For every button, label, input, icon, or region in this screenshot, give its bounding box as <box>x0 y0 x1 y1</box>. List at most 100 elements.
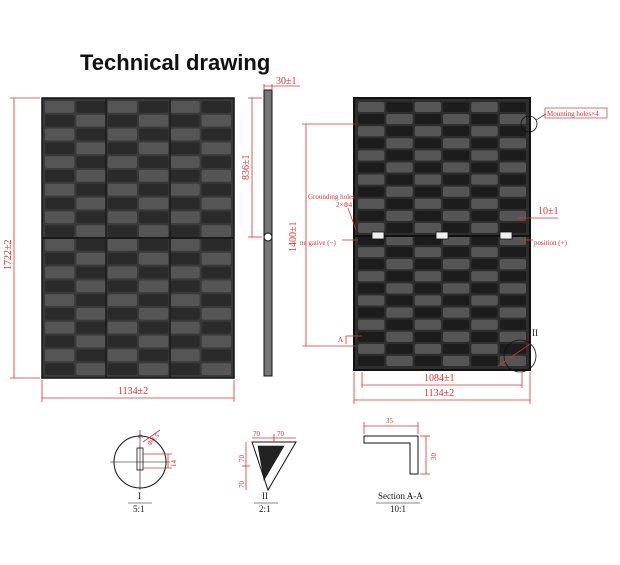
positive-terminal-label: position (+) <box>534 239 568 247</box>
solar-cell <box>45 142 75 155</box>
solar-cell <box>443 271 470 282</box>
solar-cell <box>499 138 526 149</box>
solar-cell <box>45 183 75 196</box>
solar-cell <box>107 349 137 362</box>
solar-cell <box>471 259 498 270</box>
section-aa-label: Section A-A <box>378 491 423 501</box>
solar-cell <box>443 222 470 233</box>
solar-cell <box>443 295 470 306</box>
solar-cell <box>170 294 200 306</box>
solar-cell <box>76 197 106 210</box>
solar-cell <box>201 266 231 279</box>
detail-ii-circle <box>503 339 537 373</box>
rear-inner-width-dimension: 1084±1 <box>361 372 523 388</box>
solar-cell <box>76 170 106 182</box>
solar-cell <box>45 308 75 320</box>
solar-cell <box>471 210 498 221</box>
solar-cell <box>45 349 75 362</box>
solar-cell <box>414 355 441 366</box>
solar-cell <box>45 101 75 113</box>
solar-cell <box>386 198 413 209</box>
solar-cell <box>443 235 470 246</box>
solar-cell <box>170 225 200 237</box>
solar-cell <box>386 150 413 161</box>
solar-cell <box>107 211 137 224</box>
solar-cell <box>358 150 385 161</box>
solar-cell <box>471 283 498 294</box>
solar-cell <box>45 280 75 293</box>
solar-cell <box>443 259 470 270</box>
solar-cell <box>139 225 169 237</box>
solar-cell <box>76 156 106 168</box>
solar-cell <box>386 162 413 173</box>
solar-cell <box>471 138 498 149</box>
solar-cell <box>170 252 200 265</box>
solar-cell <box>499 126 526 137</box>
detail-ii-dim-side-a: 70 <box>238 481 246 489</box>
solar-cell <box>414 114 441 125</box>
solar-cell <box>201 142 231 155</box>
solar-cell <box>386 247 413 258</box>
rear-outer-width-label: 1134±2 <box>424 388 454 399</box>
solar-cell <box>76 183 106 196</box>
solar-cell <box>443 210 470 221</box>
solar-cell <box>386 186 413 197</box>
solar-cell <box>139 156 169 168</box>
solar-cell <box>414 343 441 354</box>
solar-cell <box>414 295 441 306</box>
solar-cell <box>499 186 526 197</box>
solar-cell <box>107 156 137 168</box>
solar-cell <box>139 321 169 334</box>
solar-cell <box>499 174 526 185</box>
solar-cell <box>471 331 498 342</box>
solar-cell <box>499 343 526 354</box>
solar-cell <box>201 211 231 224</box>
solar-cell <box>443 114 470 125</box>
solar-cell <box>76 239 106 251</box>
solar-cell <box>358 307 385 318</box>
solar-cell <box>201 335 231 348</box>
solar-cell <box>45 252 75 265</box>
front-width-dimension: 1134±2 <box>41 380 235 402</box>
detail-i-label: I <box>138 491 141 501</box>
solar-cell <box>443 174 470 185</box>
solar-cell <box>471 271 498 282</box>
solar-cell <box>170 349 200 362</box>
solar-cell <box>45 335 75 348</box>
solar-cell <box>499 307 526 318</box>
solar-cell <box>201 294 231 306</box>
solar-cell <box>170 170 200 182</box>
solar-cell <box>499 222 526 233</box>
solar-cell <box>443 138 470 149</box>
solar-cell <box>201 321 231 334</box>
side-thickness-dimension: 30±1 <box>263 76 300 90</box>
solar-cell <box>471 307 498 318</box>
section-aa-scale: 10:1 <box>390 504 406 514</box>
solar-cell <box>358 259 385 270</box>
solar-cell <box>201 363 231 375</box>
solar-cell <box>201 197 231 210</box>
solar-cell <box>107 252 137 265</box>
solar-cell <box>386 283 413 294</box>
solar-cell <box>45 225 75 237</box>
solar-cell <box>201 225 231 237</box>
solar-cell <box>45 211 75 224</box>
solar-cell <box>414 126 441 137</box>
solar-cell <box>414 162 441 173</box>
solar-cell <box>471 222 498 233</box>
solar-cell <box>107 294 137 306</box>
solar-cell <box>107 183 137 196</box>
solar-cell <box>386 319 413 330</box>
solar-cell <box>45 128 75 141</box>
solar-cell <box>414 198 441 209</box>
solar-cell <box>471 319 498 330</box>
solar-cell <box>471 247 498 258</box>
solar-cell <box>443 331 470 342</box>
solar-cell <box>499 162 526 173</box>
solar-cell <box>443 186 470 197</box>
rear-inner-width-label: 1084±1 <box>424 373 455 384</box>
mounting-holes-label: Mounting holes×4 <box>547 110 599 118</box>
detail-ii-dim-top-a: 70 <box>253 430 261 438</box>
solar-cell <box>499 319 526 330</box>
solar-cell <box>499 259 526 270</box>
